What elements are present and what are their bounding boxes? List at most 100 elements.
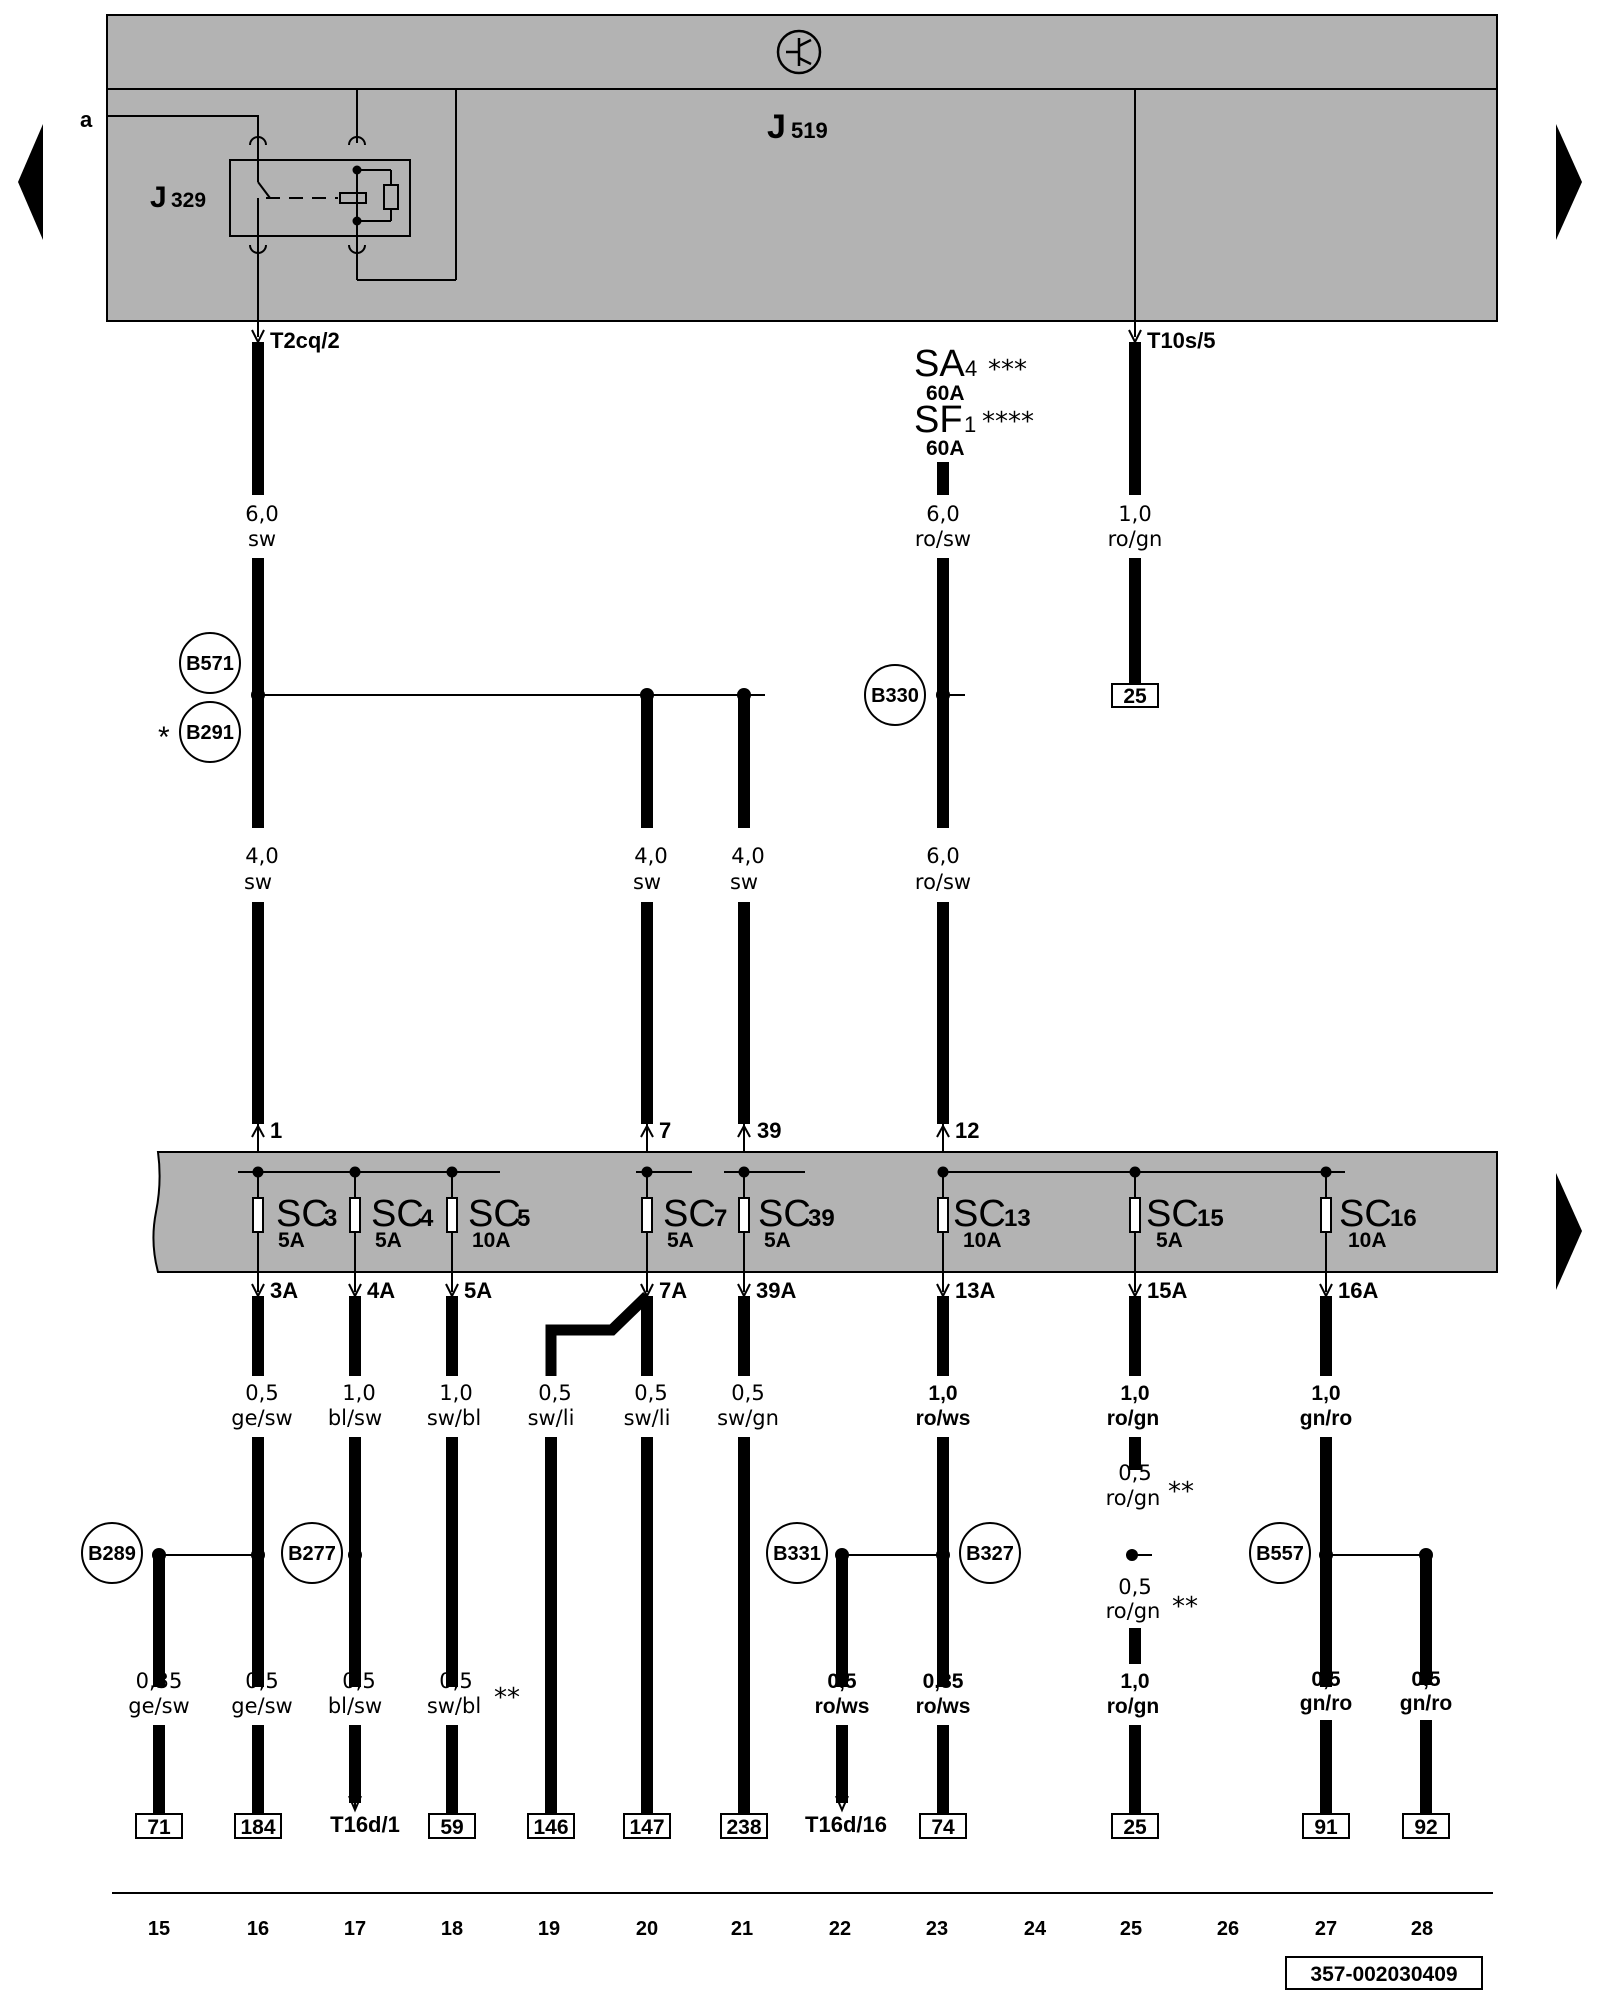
svg-text:74: 74 <box>931 1816 955 1839</box>
svg-text:15: 15 <box>148 1918 170 1940</box>
wire-color: sw <box>730 870 758 894</box>
wire-size: 1,0 <box>1311 1382 1340 1405</box>
splice-b289: B289 <box>81 1522 143 1584</box>
svg-text:10A: 10A <box>963 1229 1002 1252</box>
fuse-sc5: SC 5 10A <box>446 1172 530 1292</box>
svg-text:27: 27 <box>1315 1918 1337 1940</box>
svg-text:B291: B291 <box>186 722 234 744</box>
wire-size: 0,35 <box>923 1670 964 1693</box>
svg-text:T16d/16: T16d/16 <box>805 1812 887 1837</box>
wire-color: ro/gn <box>1107 1695 1160 1718</box>
svg-text:1: 1 <box>964 412 976 437</box>
control-unit-label: J <box>767 108 786 146</box>
svg-text:16: 16 <box>247 1918 269 1940</box>
wire-size: 1,0 <box>342 1381 375 1405</box>
fuse-outputs: 3A 4A 5A 7A 39A 13A 15A 16A <box>251 1278 1378 1303</box>
wire-size: 0,5 <box>439 1669 472 1693</box>
document-code-box <box>1285 1956 1483 1990</box>
svg-text:59: 59 <box>440 1816 463 1839</box>
relay-j329 <box>229 159 411 237</box>
wire-color: ge/sw <box>128 1694 189 1718</box>
svg-text:238: 238 <box>726 1816 761 1839</box>
svg-text:19: 19 <box>538 1918 560 1940</box>
svg-text:146: 146 <box>533 1816 568 1839</box>
wire-color: ro/gn <box>1106 1486 1161 1510</box>
wire-size: 1,0 <box>1118 502 1151 526</box>
splice-b330: B330 <box>864 664 926 726</box>
fuse-sc16: SC 16 10A <box>1320 1172 1417 1292</box>
svg-text:5A: 5A <box>278 1229 305 1252</box>
wire-color: gn/ro <box>1300 1692 1353 1715</box>
wire-color: ge/sw <box>231 1406 292 1430</box>
wire-size: 0,5 <box>1411 1668 1441 1691</box>
wire-size: 1,0 <box>439 1381 472 1405</box>
svg-text:4: 4 <box>965 356 977 381</box>
wire-size: 0,5 <box>245 1669 278 1693</box>
wire-color: gn/ro <box>1300 1407 1353 1430</box>
svg-text:1: 1 <box>270 1118 282 1143</box>
connector-t2cq2: T2cq/2 <box>251 252 340 353</box>
svg-text:SF: SF <box>914 399 963 441</box>
triangle-right-icon[interactable] <box>1556 124 1582 240</box>
svg-text:60A: 60A <box>926 437 965 460</box>
wire-size: 0,5 <box>827 1670 857 1693</box>
fuse-box-input-7: 7 <box>640 1118 671 1152</box>
svg-text:16: 16 <box>1390 1205 1417 1232</box>
wire-color: ge/sw <box>231 1694 292 1718</box>
connector-t10s5-label: T10s/5 <box>1147 328 1216 353</box>
wire-color: ro/ws <box>916 1695 971 1718</box>
fuse-box-input-39: 39 <box>737 1118 781 1152</box>
wire-color: ro/gn <box>1108 527 1163 551</box>
wire-color: ro/gn <box>1107 1407 1160 1430</box>
svg-text:26: 26 <box>1217 1918 1239 1940</box>
svg-text:SC: SC <box>371 1193 424 1235</box>
svg-text:23: 23 <box>926 1918 948 1940</box>
svg-text:15A: 15A <box>1147 1278 1187 1303</box>
svg-text:3A: 3A <box>270 1278 298 1303</box>
fuse-sc15: SC 15 5A <box>1129 1172 1224 1292</box>
svg-text:13: 13 <box>1004 1205 1031 1232</box>
svg-text:SC: SC <box>276 1193 329 1235</box>
svg-text:***: *** <box>988 355 1027 385</box>
wire-size: 0,5 <box>634 1381 667 1405</box>
svg-text:15: 15 <box>1197 1205 1224 1232</box>
triangle-right-icon[interactable] <box>1556 1173 1582 1290</box>
reference-boxes: 71 184 59 146 147 238 74 25 91 92 <box>135 1813 1450 1839</box>
svg-text:SC: SC <box>953 1193 1006 1235</box>
footnote-mark: ** <box>1168 1477 1194 1507</box>
wire-size: 6,0 <box>245 502 278 526</box>
wire-color: ro/gn <box>1106 1599 1161 1623</box>
wire-size: 0,5 <box>1118 1461 1151 1485</box>
triangle-left-icon[interactable] <box>18 124 43 240</box>
footnote-mark: ** <box>494 1683 520 1713</box>
svg-text:SC: SC <box>758 1193 811 1235</box>
wire-size: 0,5 <box>1311 1668 1341 1691</box>
svg-text:10A: 10A <box>472 1229 511 1252</box>
svg-text:SC: SC <box>663 1193 716 1235</box>
svg-text:B331: B331 <box>773 1543 821 1565</box>
wire-size: 0,5 <box>342 1669 375 1693</box>
svg-text:147: 147 <box>629 1816 664 1839</box>
wire-size: 4,0 <box>634 844 667 868</box>
svg-text:B277: B277 <box>288 1543 336 1565</box>
connector-t2cq2-label: T2cq/2 <box>270 328 340 353</box>
svg-text:24: 24 <box>1024 1918 1047 1940</box>
wire-color: ro/sw <box>915 527 971 551</box>
splice-b327: B327 <box>959 1522 1021 1584</box>
wire-size: 6,0 <box>926 844 959 868</box>
svg-text:5: 5 <box>517 1205 530 1232</box>
svg-text:****: **** <box>982 407 1034 437</box>
svg-text:60A: 60A <box>926 382 965 405</box>
fuse-sc39: SC 39 5A <box>738 1172 835 1292</box>
wire-color: sw/li <box>528 1406 575 1430</box>
wire-color: ro/sw <box>915 870 971 894</box>
splice-b277: B277 <box>281 1522 343 1584</box>
svg-text:B289: B289 <box>88 1543 136 1565</box>
splice-b557: B557 <box>1249 1522 1311 1584</box>
wire-color: gn/ro <box>1400 1692 1453 1715</box>
splice-b331: B331 <box>766 1522 828 1584</box>
svg-text:16A: 16A <box>1338 1278 1378 1303</box>
svg-text:28: 28 <box>1411 1918 1433 1940</box>
svg-text:25: 25 <box>1120 1918 1142 1940</box>
wire-size: 0,5 <box>1118 1575 1151 1599</box>
